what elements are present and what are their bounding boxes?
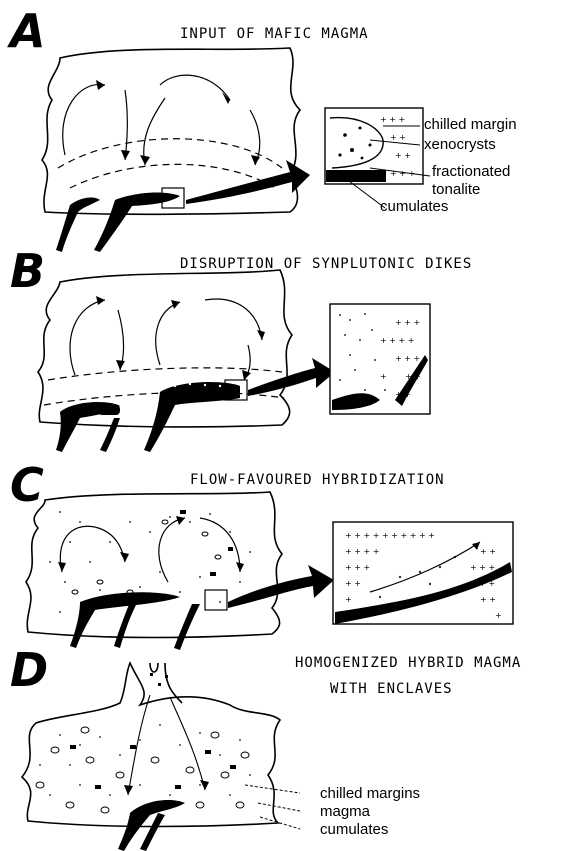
panel-a-drawing: + + ++ ++ ++ + +: [0, 0, 583, 230]
svg-text:+: +: [495, 611, 502, 620]
label-cumulates-d: cumulates: [320, 821, 388, 838]
pointer-arrow: [186, 160, 310, 204]
svg-text:+ + +: + + +: [470, 563, 495, 572]
svg-text:+ + +: + + +: [395, 318, 420, 327]
panel-b: B DISRUPTION OF SYNPLUTONIC DIKES: [0, 240, 583, 455]
label-xenocrysts: xenocrysts: [424, 136, 496, 153]
svg-text:+ +: + +: [345, 579, 361, 588]
svg-text:+ +: + +: [390, 133, 406, 142]
label-magma: magma: [320, 803, 370, 820]
svg-text:+: +: [345, 595, 352, 604]
svg-text:+ + + +: + + + +: [380, 336, 414, 345]
panel-d-drawing: [0, 645, 583, 851]
svg-text:+ + +: + + +: [380, 115, 405, 124]
svg-text:+ + + +: + + + +: [345, 547, 379, 556]
svg-text:+ +: + +: [480, 595, 496, 604]
label-chilled-margins: chilled margins: [320, 785, 420, 802]
panel-c: C FLOW-FAVOURED HYBRIDIZATION: [0, 462, 583, 662]
label-cumulates: cumulates: [380, 198, 448, 215]
label-fractionated: fractionated: [432, 163, 510, 180]
panel-d: D HOMOGENIZED HYBRID MAGMA WITH ENCLAVES: [0, 645, 583, 851]
panel-c-drawing: + + + + + + + + + + + + + ++ + + + ++ + …: [0, 462, 583, 662]
svg-text:+ + + + + + + + + +: + + + + + + + + + +: [345, 531, 435, 540]
svg-text:+ + +: + + +: [395, 354, 420, 363]
svg-text:+ +: + +: [395, 151, 411, 160]
label-chilled-margin: chilled margin: [424, 116, 517, 133]
svg-text:+ +: + +: [480, 547, 496, 556]
label-tonalite: tonalite: [432, 181, 480, 198]
arrow-heads: [96, 80, 260, 165]
svg-text:+ + +: + + +: [345, 563, 370, 572]
panel-a: A INPUT OF MAFIC MAGMA: [0, 0, 583, 230]
panel-b-drawing: + + ++ + + ++ + + + +++ +: [0, 240, 583, 455]
svg-text:+: +: [380, 372, 387, 381]
